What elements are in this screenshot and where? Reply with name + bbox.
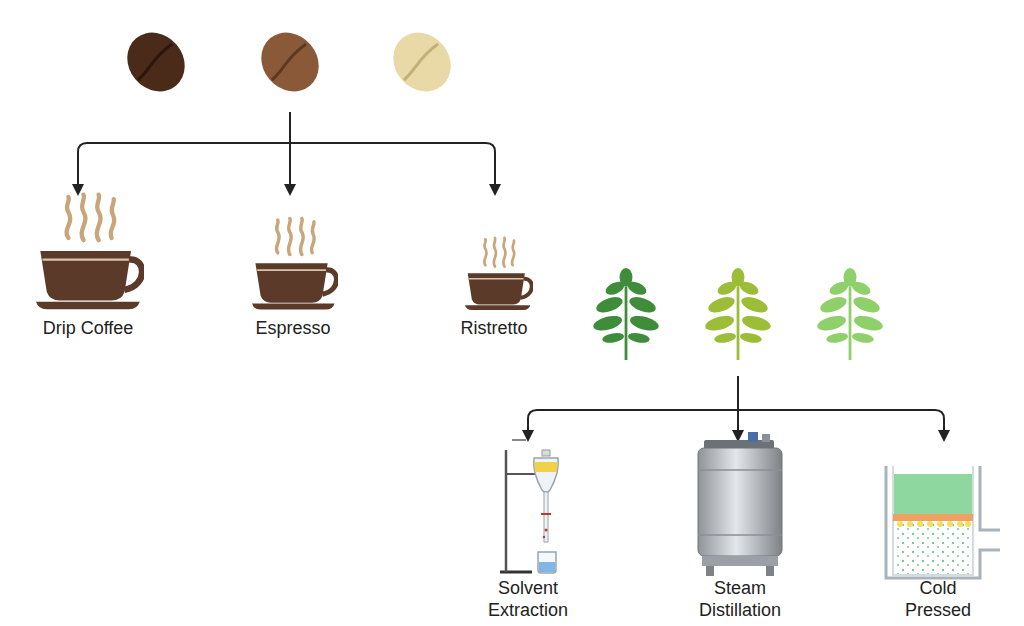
method-label: Solvent Extraction	[476, 578, 580, 621]
method-label: Espresso	[218, 318, 368, 340]
coffee-cup	[252, 218, 337, 309]
mint-plant	[816, 268, 885, 360]
separatory-funnel	[500, 440, 558, 573]
branch-arrow	[78, 112, 495, 186]
mint-plant	[592, 268, 661, 360]
cold-press	[886, 466, 1000, 578]
coffee-cup	[36, 195, 142, 309]
method-label: Drip Coffee	[13, 318, 163, 340]
coffee-cup	[465, 238, 532, 310]
coffee-bean	[381, 21, 462, 103]
arrowhead	[72, 184, 501, 196]
coffee-bean	[249, 21, 330, 103]
mint-plant	[704, 268, 773, 360]
coffee-bean	[115, 21, 196, 103]
method-label: Ristretto	[434, 318, 554, 340]
method-label: Cold Pressed	[886, 578, 990, 621]
distillation-vessel	[698, 432, 782, 576]
branch-arrow	[528, 376, 944, 432]
method-label: Steam Distillation	[688, 578, 792, 621]
